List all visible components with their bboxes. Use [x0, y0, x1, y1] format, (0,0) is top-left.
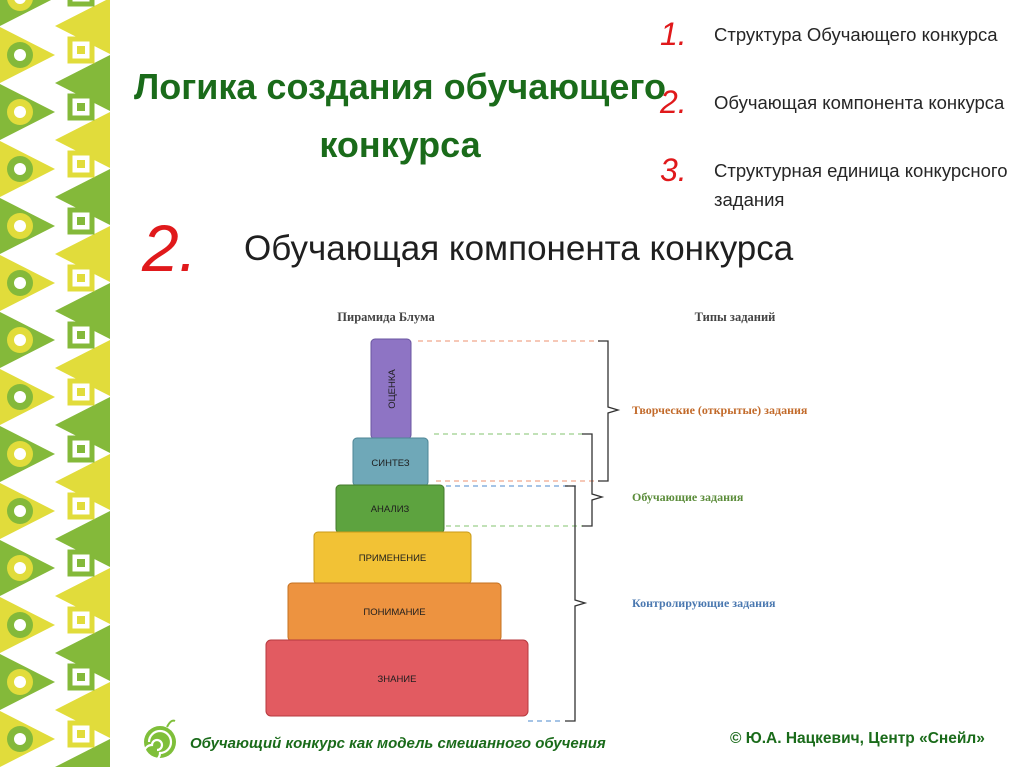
- footer-caption: Обучающий конкурс как модель смешанного …: [190, 735, 606, 752]
- snail-logo-icon: [142, 719, 176, 761]
- slide-title: Логика создания обучающего конкурса: [134, 66, 666, 165]
- level-label: ОЦЕНКА: [387, 369, 398, 409]
- pyramid-heading: Пирамида Блума: [337, 310, 435, 324]
- level-label: ПРИМЕНЕНИЕ: [359, 553, 426, 564]
- decorative-left-pattern: [0, 0, 110, 767]
- level-label: АНАЛИЗ: [371, 504, 410, 515]
- level-label: ЗНАНИЕ: [378, 674, 417, 685]
- level-label: СИНТЕЗ: [371, 458, 409, 469]
- topic-item-2: 2. Обучающая компонента конкурса: [660, 82, 1020, 150]
- topic-number: 1.: [660, 16, 687, 52]
- task-type-control: Контролирующие задания: [632, 596, 776, 610]
- level-knowledge: ЗНАНИЕ: [265, 639, 529, 717]
- task-type-learning: Обучающие задания: [632, 490, 744, 504]
- level-evaluation: ОЦЕНКА: [370, 338, 412, 440]
- task-types-heading: Типы заданий: [695, 310, 776, 324]
- topics-list: 1. Структура Обучающего конкурса 2. Обуч…: [660, 14, 1020, 218]
- footer-copyright: © Ю.А. Нацкевич, Центр «Снейл»: [730, 730, 985, 747]
- topic-text: Структурная единица конкурсного задания: [714, 160, 1008, 210]
- brace-learning: [582, 433, 605, 527]
- topic-text: Структура Обучающего конкурса: [714, 24, 998, 45]
- level-label: ПОНИМАНИЕ: [363, 607, 425, 618]
- level-application: ПРИМЕНЕНИЕ: [313, 531, 472, 585]
- brace-control: [565, 485, 588, 722]
- section-title: Обучающая компонента конкурса: [244, 229, 794, 268]
- topic-item-3: 3. Структурная единица конкурсного задан…: [660, 150, 1020, 218]
- brace-creative: [598, 340, 621, 482]
- topic-number: 3.: [660, 152, 687, 188]
- topic-text: Обучающая компонента конкурса: [714, 92, 1005, 113]
- level-analysis: АНАЛИЗ: [335, 484, 445, 534]
- level-comprehension: ПОНИМАНИЕ: [287, 582, 502, 642]
- section-number: 2.: [142, 211, 198, 285]
- task-type-creative: Творческие (открытые) задания: [632, 403, 808, 417]
- level-synthesis: СИНТЕЗ: [352, 437, 429, 487]
- topic-item-1: 1. Структура Обучающего конкурса: [660, 14, 1020, 82]
- topic-number: 2.: [660, 84, 687, 120]
- bloom-pyramid-diagram: Пирамида Блума Типы заданий ОЦЕНКА СИНТЕ…: [265, 310, 808, 722]
